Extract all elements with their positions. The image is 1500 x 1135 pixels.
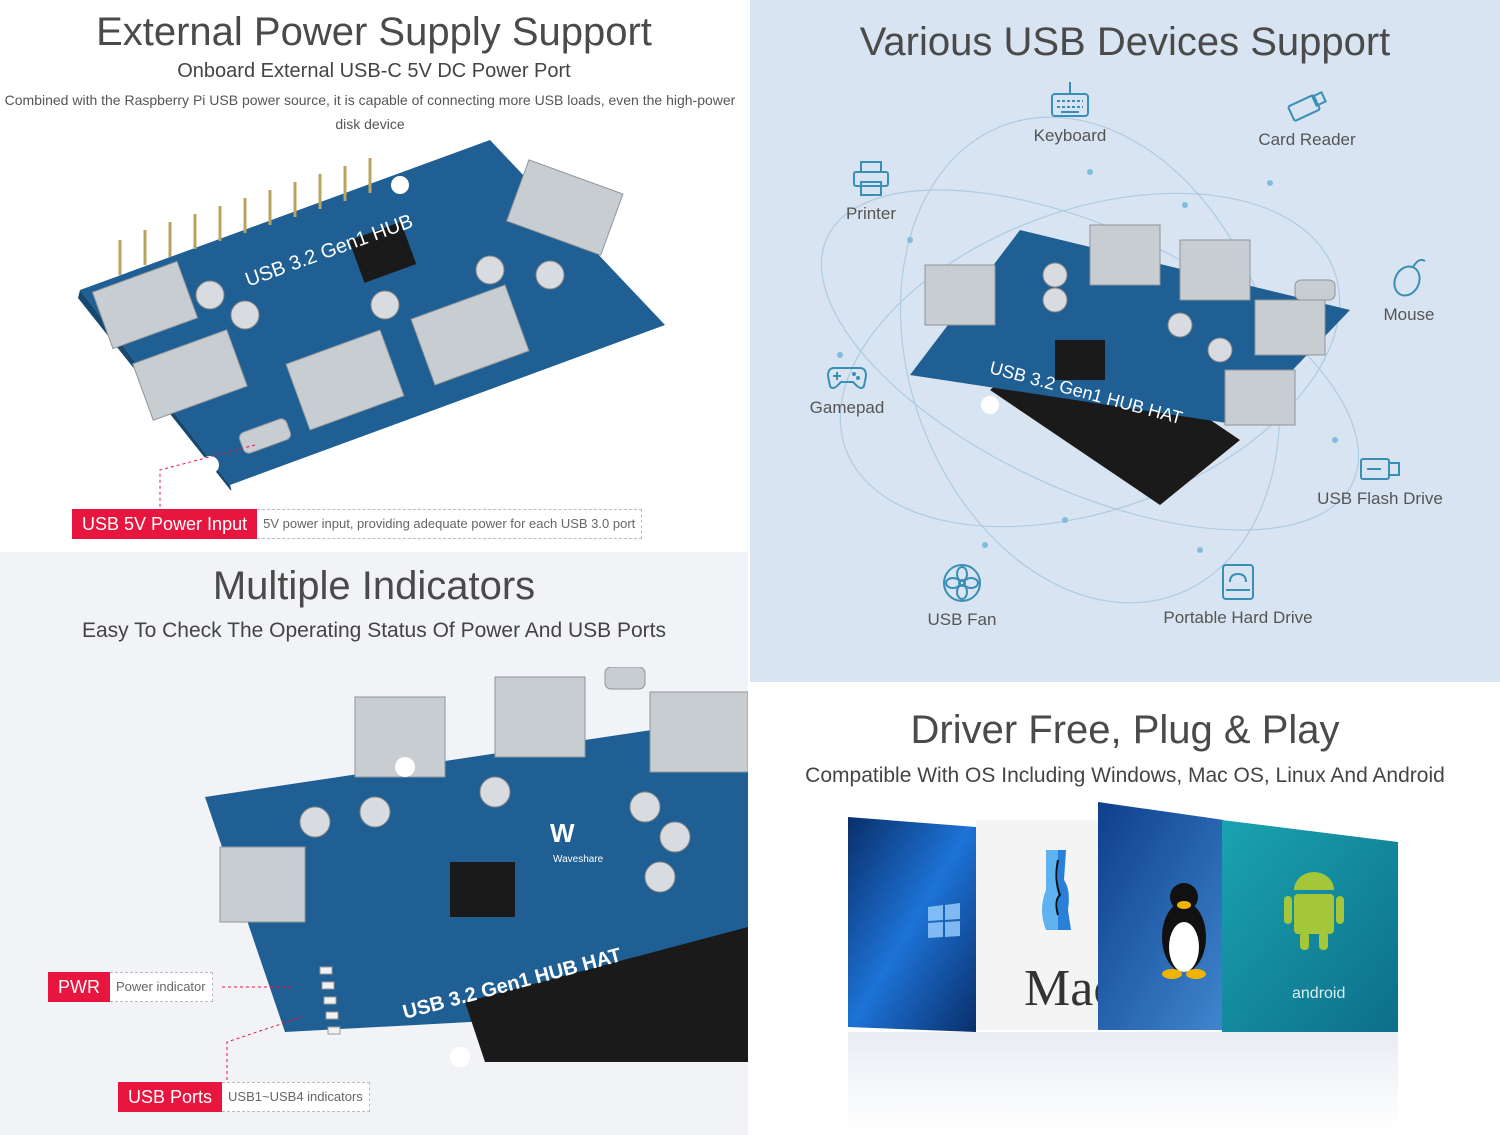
mac-os-card: Mac OS [976, 820, 1100, 1030]
android-text: android [1292, 985, 1345, 1002]
pwr-desc: Power indicator [110, 972, 213, 1002]
device-label: Mouse [1383, 305, 1435, 324]
device-label: Printer [845, 204, 897, 223]
printer-icon [853, 161, 889, 196]
driver-section: Driver Free, Plug & Play Compatible With… [750, 682, 1500, 1135]
usb-ports-tag: USB Ports [118, 1082, 223, 1112]
device-portable-hard-drive: Portable Hard Drive [1153, 562, 1323, 628]
android-card: android [1222, 820, 1398, 1032]
usb-ports-callout: USB Ports USB1~USB4 indicators [118, 1082, 370, 1112]
fan-icon [943, 564, 981, 602]
device-card-reader: Card Reader [1222, 88, 1392, 150]
callout-leader-line [159, 444, 256, 512]
device-usb-fan: USB Fan [877, 562, 1047, 630]
indicator-board-image: W Waveshare USB 3.2 Gen1 HUB HAT [205, 667, 748, 1067]
indicators-title: Multiple Indicators [212, 564, 536, 608]
device-label: Gamepad [809, 398, 885, 417]
tux-icon [1162, 883, 1206, 979]
device-label: USB Flash Drive [1317, 489, 1443, 508]
power-input-callout: USB 5V Power Input 5V power input, provi… [72, 509, 643, 539]
windows-logo-card [848, 817, 976, 1032]
device-label: Portable Hard Drive [1163, 608, 1313, 627]
gamepad-icon [826, 367, 868, 389]
power-title: External Power Supply Support [96, 10, 652, 54]
usb-devices-title: Various USB Devices Support [859, 20, 1391, 64]
card-reader-icon [1287, 91, 1327, 122]
device-label: Card Reader [1258, 130, 1356, 149]
power-body: Combined with the Raspberry Pi USB power… [4, 92, 736, 132]
driver-subtitle: Compatible With OS Including Windows, Ma… [805, 764, 1445, 787]
power-input-tag: USB 5V Power Input [72, 509, 258, 539]
pwr-callout: PWR Power indicator [48, 972, 213, 1002]
device-label: USB Fan [927, 610, 997, 629]
windows-icon [928, 903, 960, 938]
usb-flash-drive-icon [1360, 458, 1400, 480]
brand-text: Waveshare [553, 854, 604, 865]
device-printer: Printer [786, 160, 956, 224]
hard-drive-icon [1222, 564, 1254, 600]
usb-hub-hat-image: USB 3.2 Gen1 HUB HAT [910, 224, 1350, 505]
mouse-icon [1393, 258, 1426, 297]
indicator-leader-lines [222, 986, 303, 1082]
finder-icon [1042, 850, 1071, 930]
driver-title: Driver Free, Plug & Play [910, 708, 1340, 752]
usb-hub-board-image: USB 3.2 Gen1 HUB [78, 140, 665, 490]
os-reflection [848, 1032, 1398, 1132]
linux-tux-card [1098, 802, 1224, 1030]
power-section: External Power Supply Support Onboard Ex… [0, 0, 748, 552]
device-usb-flash-drive: USB Flash Drive [1295, 455, 1465, 509]
keyboard-icon [1051, 82, 1089, 117]
mac-os-text: Mac OS [1024, 960, 1100, 1017]
usb-devices-section: Various USB Devices Support Keyboard Car… [750, 0, 1500, 682]
indicators-section: Multiple Indicators Easy To Check The Op… [0, 552, 748, 1135]
usb-ports-desc: USB1~USB4 indicators [222, 1082, 370, 1112]
device-mouse: Mouse [1324, 255, 1494, 325]
device-keyboard: Keyboard [985, 80, 1155, 146]
brand-logo: W [550, 818, 575, 848]
pwr-tag: PWR [48, 972, 110, 1002]
device-gamepad: Gamepad [762, 362, 932, 418]
android-robot-icon [1284, 872, 1344, 950]
indicators-subtitle: Easy To Check The Operating Status Of Po… [81, 619, 666, 642]
power-subtitle: Onboard External USB-C 5V DC Power Port [177, 60, 571, 82]
power-input-desc: 5V power input, providing adequate power… [257, 509, 643, 539]
device-label: Keyboard [1033, 126, 1107, 145]
